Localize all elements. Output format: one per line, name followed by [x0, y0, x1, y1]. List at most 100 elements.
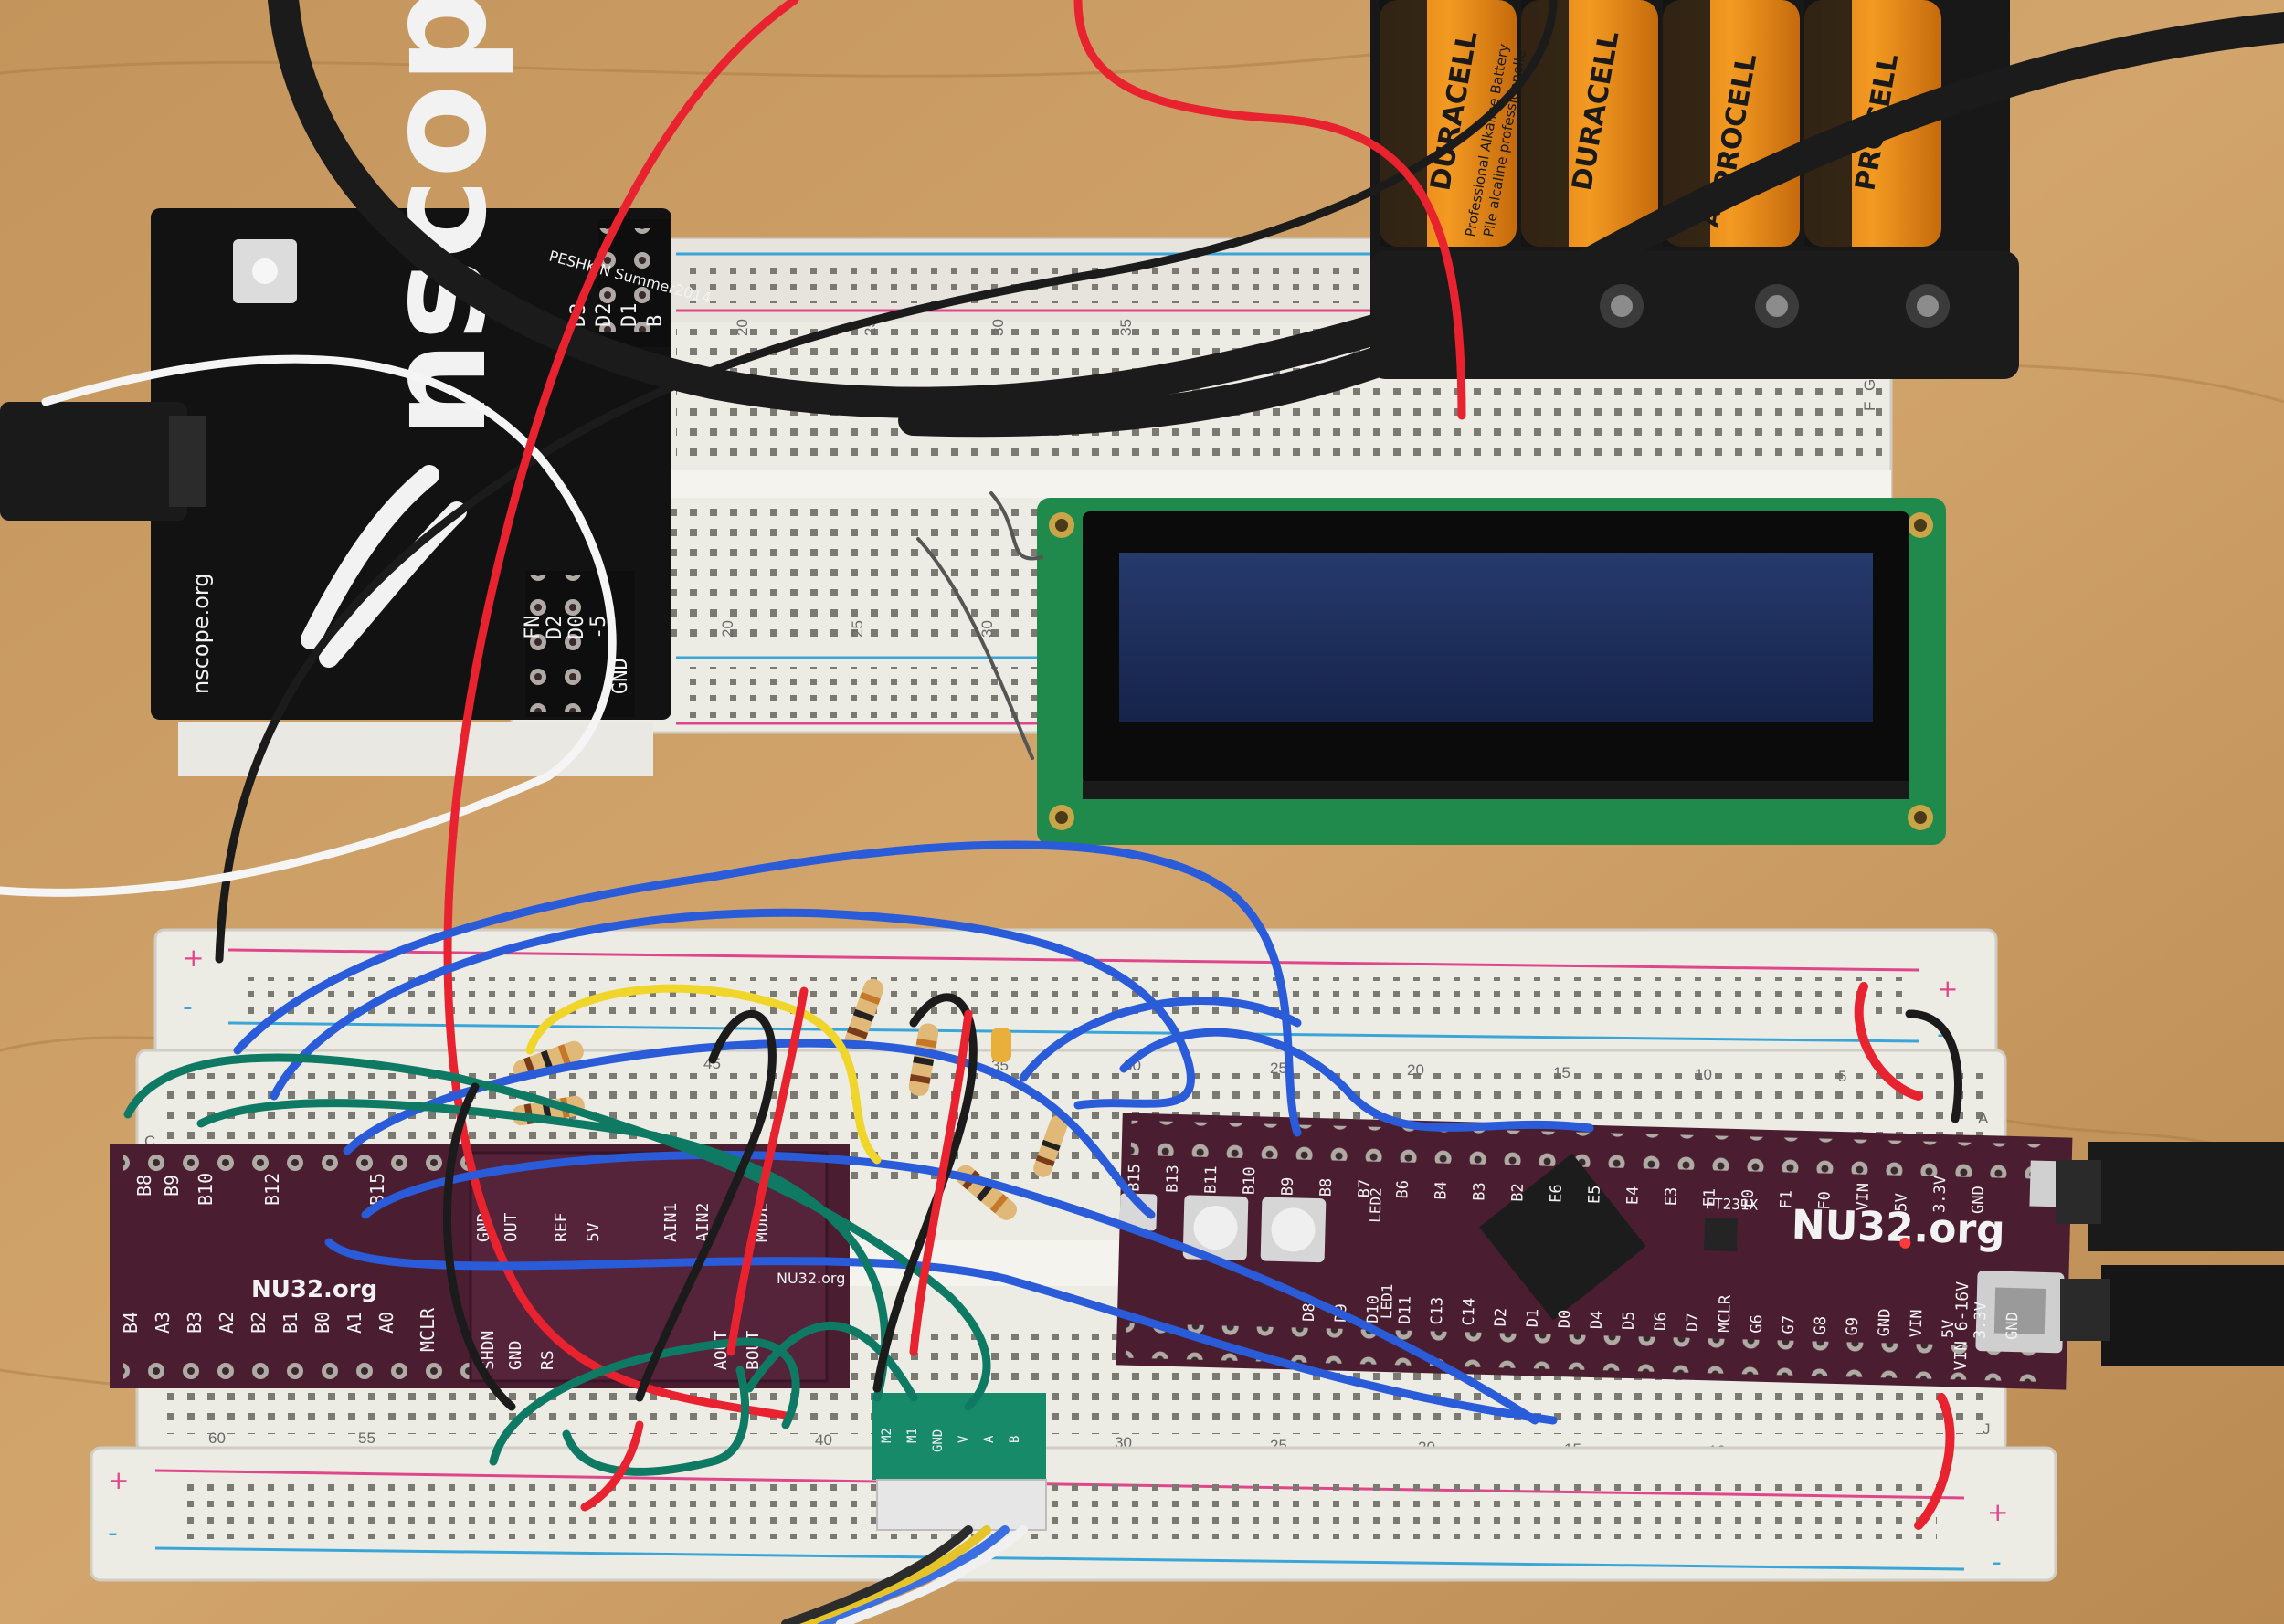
nu32-left-pin-a2: A2 — [216, 1312, 238, 1334]
connector-pin-v: V — [957, 1435, 971, 1443]
nu32-left-pin-b9: B9 — [161, 1175, 183, 1197]
nu32-led2-label: LED2 — [1367, 1187, 1385, 1223]
nscope-usb-cable — [0, 402, 206, 521]
nu32-bottom-pins-6: D2 — [1492, 1308, 1511, 1327]
nu32-bottom-pins-14: G6 — [1748, 1314, 1767, 1334]
lcd-module — [1037, 498, 1946, 845]
nu32-top-pins-3: B10 — [1240, 1166, 1259, 1195]
bb-bottom-row-a: A — [1978, 1110, 1989, 1127]
nu32-top-pins-22: GND — [1969, 1186, 1988, 1214]
nu32-bottom-pins-19: VIN — [1908, 1309, 1927, 1337]
nscope-pin-d2: D2 — [593, 303, 616, 328]
nu32-left-pin-b8: B8 — [133, 1175, 155, 1197]
header-connector: M2 M1 GND V A B — [872, 1393, 1047, 1531]
nu32-bottom-pins-4: C13 — [1428, 1297, 1447, 1325]
bb-bottom-col-25: 25 — [1270, 1060, 1287, 1077]
bb-rail-minus-right: - — [1937, 1018, 1947, 1050]
driver-pin-ain2: AIN2 — [693, 1203, 713, 1242]
nu32-top-pins-10: B2 — [1508, 1183, 1528, 1202]
driver-logo: NU32.org — [777, 1270, 845, 1287]
nu32-bottom-pins-11: D6 — [1652, 1312, 1671, 1331]
bb-bottom-row-col-40: 40 — [815, 1431, 832, 1449]
nu32-bottom-pins-0: D8 — [1300, 1302, 1319, 1322]
nu32-top-pins-21: 3.3V — [1930, 1176, 1950, 1213]
bb-top-col-30: 30 — [989, 319, 1007, 336]
lcd-screen — [1119, 553, 1873, 722]
nu32-bottom-pins-18: GND — [1876, 1308, 1895, 1336]
nscope-pin-d0: D0 — [566, 616, 588, 640]
nu32-bottom-pins-20: 5V — [1940, 1319, 1959, 1338]
bb-top-lower-col-20: 20 — [719, 620, 736, 638]
driver-pin-bout: BOUT — [744, 1330, 763, 1370]
driver-pin-ain1: AIN1 — [661, 1203, 681, 1242]
bb-top-row-g: G — [1861, 379, 1878, 391]
nu32-top-pins-12: E5 — [1585, 1185, 1604, 1204]
driver-pin-ref: REF — [552, 1212, 571, 1242]
connector-pin-m2: M2 — [880, 1428, 894, 1443]
battery-pack: DURACELL DURACELL PROCELL PROCELL Profes… — [1370, 0, 2019, 379]
nu32-bottom-pins-7: D1 — [1524, 1309, 1543, 1328]
driver-pin-gnd2: GND — [506, 1340, 525, 1370]
nscope-pin-d2b: D2 — [544, 616, 566, 640]
nu32-left-pin-b2: B2 — [248, 1312, 270, 1334]
bb-top-lower-col-25: 25 — [849, 620, 866, 638]
nscope-url: nscope.org — [188, 573, 214, 694]
connector-pin-b: B — [1008, 1436, 1022, 1443]
nu32-bottom-pins-13: MCLR — [1716, 1294, 1735, 1333]
nu32-top-pins-19: VIN — [1854, 1183, 1873, 1211]
jumper-wires — [0, 0, 2284, 1530]
nu32-top-pins-7: B6 — [1393, 1180, 1412, 1199]
nu32-top-pins-5: B8 — [1316, 1178, 1336, 1197]
nu32-bottom-pins-17: G9 — [1844, 1317, 1863, 1336]
driver-pin-5v: 5V — [584, 1222, 603, 1242]
nu32-top-pins-11: E6 — [1547, 1184, 1566, 1203]
nu32-left-pin-b12: B12 — [261, 1173, 283, 1206]
nu32-left-pin-mclr: MCLR — [417, 1307, 439, 1352]
nu32-power-label: VIN 6-16V — [1951, 1281, 1973, 1371]
nu32-left-pin-b4: B4 — [120, 1312, 142, 1334]
nu32-bottom-pins-3: D11 — [1396, 1296, 1415, 1324]
bb-rail-minus-left: - — [183, 991, 193, 1023]
bb-bottom-rail-plus: + — [108, 1465, 129, 1495]
nu32-left-pin-a0: A0 — [375, 1312, 397, 1334]
bb-bottom-row-j: J — [1983, 1420, 1991, 1438]
nu32-left-pin-b1: B1 — [280, 1312, 301, 1334]
nu32-bottom-pins-12: D7 — [1684, 1313, 1703, 1332]
nu32-top-pins-20: 5V — [1892, 1193, 1911, 1212]
nscope-pin-b: B — [644, 315, 667, 327]
nu32-ftdi-label: FT231X — [1705, 1195, 1759, 1214]
nu32-bottom-pins-2: D10 — [1364, 1295, 1383, 1323]
bb-bottom-rail-minus: - — [108, 1517, 118, 1549]
bb-top-col-35: 35 — [1117, 319, 1135, 336]
bb-bottom-col-10: 10 — [1695, 1066, 1712, 1083]
nscope-pin-d1: D1 — [619, 303, 641, 328]
nu32-top-pins-14: E3 — [1662, 1186, 1681, 1206]
nscope-pin-fn: FN — [522, 616, 545, 640]
nscope-pin-minus5: -5 — [587, 616, 610, 640]
nu32-bottom-pins-10: D5 — [1620, 1311, 1639, 1330]
nu32-bottom-pins-22: GND — [2004, 1312, 2023, 1340]
nu32-left-pin-b3: B3 — [184, 1312, 206, 1334]
bb-bottom-col-5: 5 — [1838, 1068, 1846, 1085]
nu32-left-pin-a1: A1 — [344, 1312, 365, 1334]
nu32-bottom-pins-15: G7 — [1780, 1315, 1799, 1334]
bb-top-row-f: F — [1861, 402, 1878, 411]
bb-top-lower-col-30: 30 — [978, 620, 996, 638]
nu32-top-pins-2: B11 — [1202, 1165, 1221, 1194]
nu32-top-pins-0: B15 — [1126, 1164, 1145, 1192]
nu32-top-pins-8: B4 — [1432, 1181, 1451, 1200]
nu32-bottom-pins-5: C14 — [1460, 1297, 1479, 1325]
nu32-top-pins-15: E1 — [1700, 1188, 1719, 1207]
connector-pin-gnd: GND — [931, 1429, 946, 1452]
connector-pin-a: A — [982, 1435, 997, 1443]
nu32-led1-label: LED1 — [1378, 1283, 1396, 1319]
nu32-top-pins-13: E4 — [1623, 1186, 1643, 1205]
nu32-left-pin-b0: B0 — [312, 1312, 333, 1334]
nu32-bottom-pins-21: 3.3V — [1972, 1302, 1991, 1339]
nu32-top-pins-6: B7 — [1355, 1179, 1374, 1198]
bb-bottom-row-col-55: 55 — [358, 1429, 375, 1447]
bb-bottom-rail-minus-right: - — [1992, 1546, 2002, 1578]
